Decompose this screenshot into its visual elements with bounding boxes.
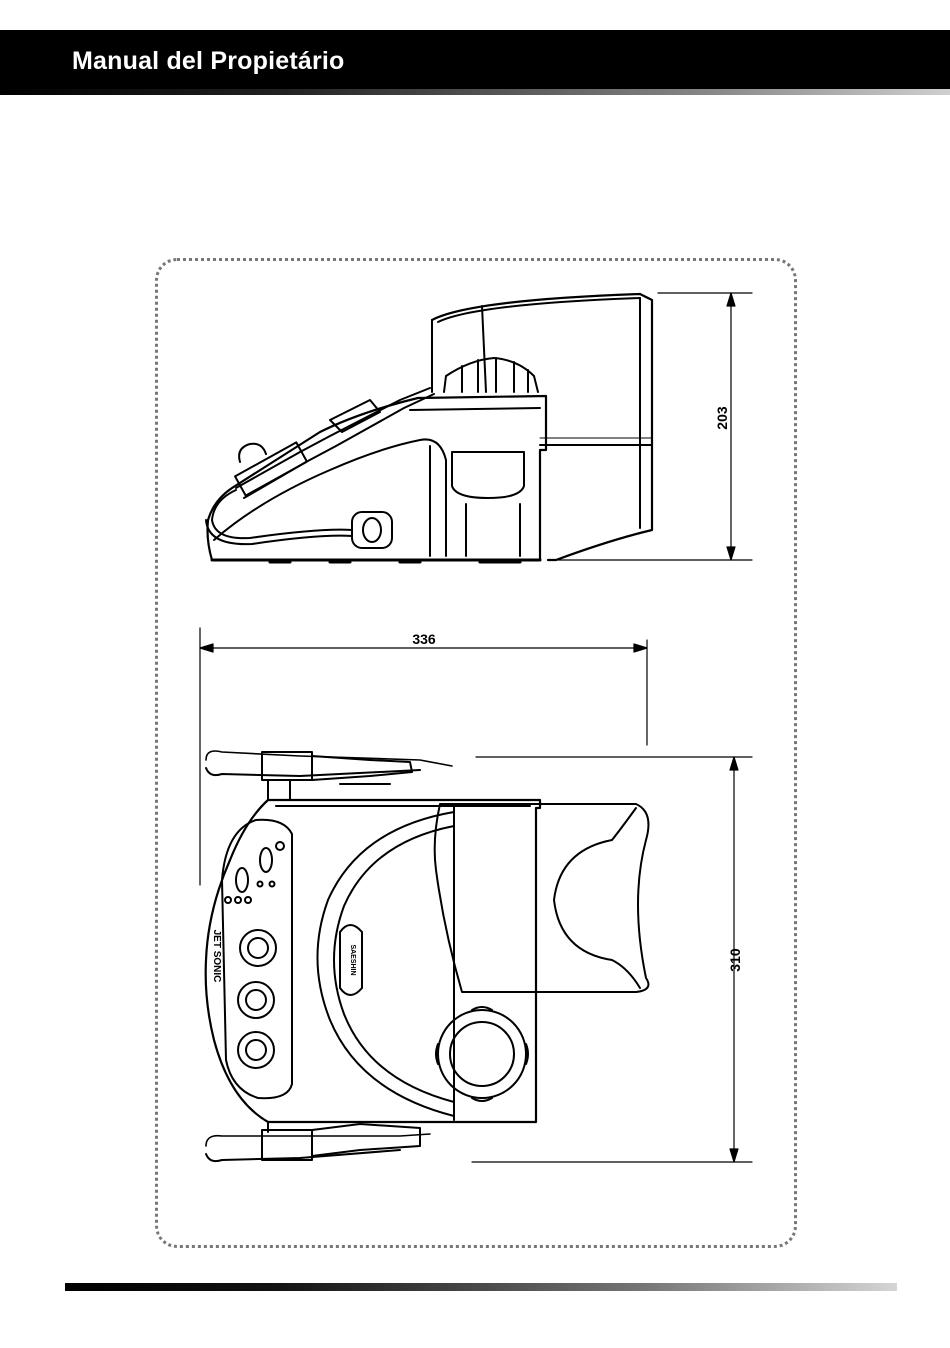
depth-dimension-label: 310 [727, 948, 743, 972]
top-view-drawing [206, 751, 649, 1161]
height-dimension-label: 203 [714, 406, 730, 430]
device-brand-label: JET SONIC [211, 930, 222, 983]
side-view-drawing [206, 294, 652, 562]
device-badge-label: SAESHIN [349, 944, 356, 975]
footer-divider [65, 1283, 897, 1291]
length-dimension-label: 336 [412, 631, 436, 647]
